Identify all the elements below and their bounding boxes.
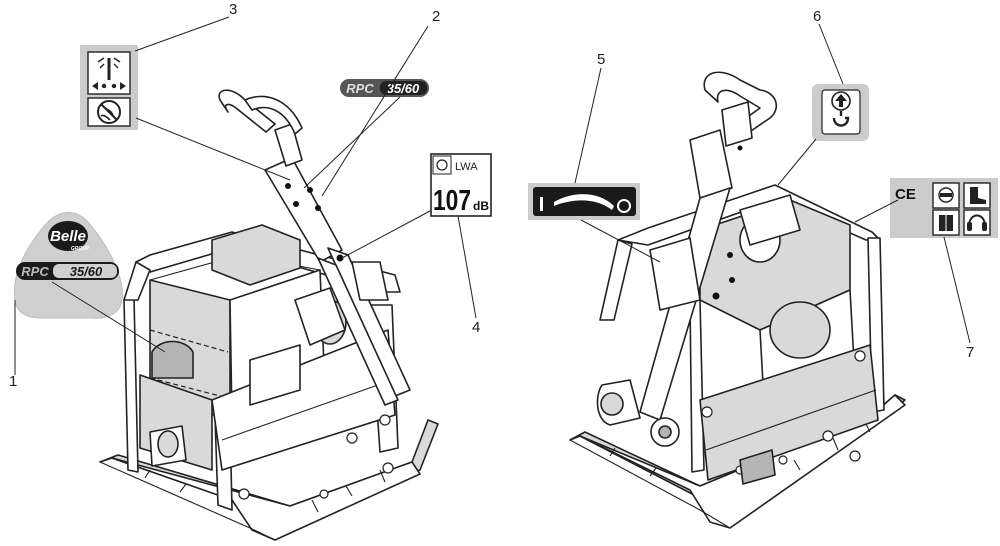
- callout-3: 3: [229, 1, 237, 18]
- run-icon: [617, 199, 631, 213]
- sound-power-value: 107: [433, 185, 471, 217]
- handle-warning-decal: [80, 45, 138, 130]
- rotate-right-icon: [113, 57, 121, 69]
- stop-icon: [540, 197, 543, 211]
- throttle-decal: [528, 183, 640, 220]
- lifting-point-decal: [812, 84, 869, 141]
- belle-logo-model-right: 35/60: [70, 264, 103, 279]
- leader-lines: [14, 16, 971, 375]
- hook-icon: [832, 111, 850, 127]
- sound-icon: [436, 159, 448, 171]
- rotate-left-icon: [97, 57, 105, 69]
- sound-power-decal: LWA 107 dB: [430, 153, 492, 217]
- side-logo-plate: [151, 340, 194, 379]
- sound-power-symbol: LWA: [455, 161, 478, 173]
- belle-logo-brand: Belle: [50, 228, 86, 245]
- callout-7: 7: [966, 344, 974, 361]
- left-machine-illustration: [99, 89, 439, 541]
- callout-4: 4: [472, 319, 480, 336]
- callout-numbers: 1 2 3 4 5 6 7: [9, 1, 974, 390]
- throttle-ramp-icon: [554, 194, 614, 210]
- callout-2: 2: [432, 8, 440, 25]
- wear-safety-boots-icon: [970, 187, 986, 204]
- callout-6: 6: [813, 8, 821, 25]
- model-badge-decal: RPC 35/60: [340, 79, 429, 97]
- right-machine-illustration: [569, 71, 906, 529]
- callout-1: 1: [9, 373, 17, 390]
- belle-logo-sub: GROUP: [71, 246, 90, 252]
- ce-mark: CE: [895, 186, 916, 203]
- callout-5: 5: [597, 51, 605, 68]
- sound-power-unit: dB: [473, 199, 489, 213]
- model-badge-right: 35/60: [387, 81, 420, 96]
- ce-ppe-decal: CE: [890, 178, 998, 238]
- belle-logo-model-left: RPC: [21, 264, 49, 279]
- model-badge-left: RPC: [346, 81, 374, 96]
- belle-logo-decal: Belle GROUP RPC 35/60: [13, 212, 123, 319]
